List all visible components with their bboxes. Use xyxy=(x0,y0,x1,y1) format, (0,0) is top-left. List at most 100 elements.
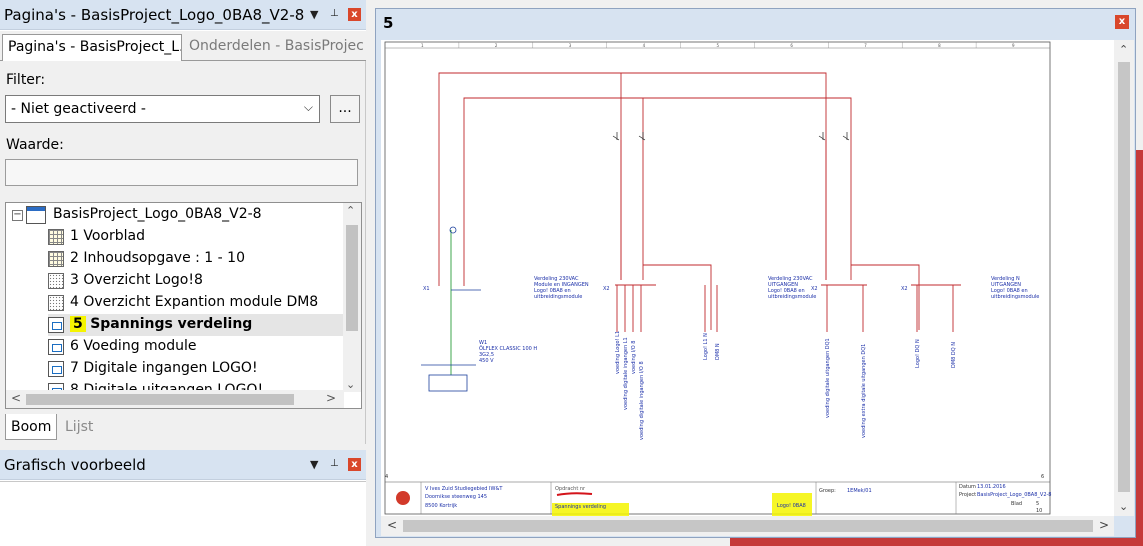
panel-dropdown-icon[interactable]: ▼ xyxy=(310,458,319,471)
schematic-page-icon xyxy=(48,339,64,355)
pin-icon[interactable]: ⊥ xyxy=(330,8,339,19)
cable-label-0: W1 xyxy=(479,340,487,346)
background-schematic-edge xyxy=(730,536,1143,546)
filter-options-button[interactable]: ... xyxy=(330,95,360,123)
ground-symbol xyxy=(449,226,457,234)
opdracht-label: Opdracht nr xyxy=(555,486,586,492)
scroll-left-icon[interactable]: < xyxy=(387,518,398,532)
filter-select[interactable]: - Niet geactiveerd - ⌵ xyxy=(5,95,320,123)
value-label: Waarde: xyxy=(6,137,64,153)
pages-tabbar: Pagina's - BasisProject_L... Onderdelen … xyxy=(0,31,366,62)
pages-panel-titlebar: Pagina's - BasisProject_Logo_0BA8_V2-8 ▼… xyxy=(0,0,366,30)
overview-page-icon xyxy=(48,295,64,311)
logo-name: Logo! 0BA8 xyxy=(777,503,806,509)
scroll-thumb[interactable] xyxy=(26,394,294,405)
column-number: 7 xyxy=(864,43,867,48)
pages-panel-title: Pagina's - BasisProject_Logo_0BA8_V2-8 xyxy=(4,6,305,24)
svg-text:Logo! 0BA8 en: Logo! 0BA8 en xyxy=(768,288,805,294)
pages-panel-body: Filter: - Niet geactiveerd - ⌵ ... Waard… xyxy=(0,61,366,444)
scroll-up-icon[interactable]: ⌃ xyxy=(1119,43,1129,56)
tree-root[interactable]: − BasisProject_Logo_0BA8_V2-8 xyxy=(6,204,344,226)
schematic-labels: Verdeling 230VAC Module en INGANGEN Logo… xyxy=(423,276,1039,440)
scroll-thumb[interactable] xyxy=(1118,62,1130,492)
value-input[interactable] xyxy=(5,159,358,186)
tab-tree[interactable]: Boom xyxy=(5,414,57,440)
svg-text:3G2,5: 3G2,5 xyxy=(479,352,494,358)
scroll-right-icon[interactable]: > xyxy=(326,391,337,405)
svg-text:uitbreidingsmodule: uitbreidingsmodule xyxy=(534,294,582,300)
scroll-down-icon[interactable]: ⌄ xyxy=(1119,500,1129,513)
scroll-up-icon[interactable]: ⌃ xyxy=(346,204,356,217)
tab-list[interactable]: Lijst xyxy=(65,419,94,435)
tree-item[interactable]: 7 Digitale ingangen LOGO! xyxy=(48,358,344,380)
tree-item[interactable]: 4 Overzicht Expantion module DM8 xyxy=(48,292,344,314)
groep-value: 1EMek/01 xyxy=(847,488,872,494)
groep-label: Groep: xyxy=(819,488,836,494)
svg-text:UITGANGEN: UITGANGEN xyxy=(768,282,798,288)
terminals xyxy=(421,226,481,392)
project-icon xyxy=(26,206,46,224)
svg-text:ÖLFLEX CLASSIC 100 H: ÖLFLEX CLASSIC 100 H xyxy=(479,345,537,352)
pin-icon[interactable]: ⊥ xyxy=(330,458,339,469)
page-tree: − BasisProject_Logo_0BA8_V2-8 1 Voorblad… xyxy=(5,202,362,409)
blad-value: 5 xyxy=(1036,501,1039,507)
column-number: 5 xyxy=(717,43,720,48)
tree-item[interactable]: 6 Voeding module xyxy=(48,336,344,358)
tree-item[interactable]: 2 Inhoudsopgave : 1 - 10 xyxy=(48,248,344,270)
scroll-thumb[interactable] xyxy=(346,225,358,331)
vertical-label: DM8 N xyxy=(715,343,721,360)
corner-label-left: 4 xyxy=(385,474,388,480)
close-icon[interactable]: x xyxy=(348,8,361,21)
school-logo xyxy=(396,491,410,505)
collapse-icon[interactable]: − xyxy=(12,209,23,221)
close-icon[interactable]: x xyxy=(1115,15,1129,29)
cover-page-icon xyxy=(48,229,64,245)
tree-horizontal-scrollbar[interactable]: < > xyxy=(6,390,344,408)
datum-label: Datum xyxy=(959,484,976,490)
panel-dropdown-icon[interactable]: ▼ xyxy=(310,8,319,21)
terminal-x1-label: X1 xyxy=(423,286,430,292)
tree-item-selected[interactable]: 5 Spannings verdeling xyxy=(48,314,344,336)
tab-components[interactable]: Onderdelen - BasisProjec... xyxy=(189,38,364,54)
svg-text:Module en INGANGEN: Module en INGANGEN xyxy=(534,282,589,288)
company-line: 8500 Kortrijk xyxy=(425,503,457,509)
svg-text:UITGANGEN: UITGANGEN xyxy=(991,282,1021,288)
terminal-block-x1 xyxy=(428,374,468,392)
red-scribble xyxy=(556,492,593,496)
document-title: 5 xyxy=(383,14,394,32)
preview-panel-title: Grafisch voorbeeld xyxy=(4,456,146,474)
wire-n-mid xyxy=(641,97,852,280)
document-horizontal-scrollbar[interactable]: < > xyxy=(381,516,1114,536)
column-number: 9 xyxy=(1012,43,1015,48)
schematic-page-icon xyxy=(48,361,64,377)
graphic-preview xyxy=(0,481,366,546)
vertical-label: voeding digitale ingangen I/O 8 xyxy=(639,361,645,440)
tree-item[interactable]: 3 Overzicht Logo!8 xyxy=(48,270,344,292)
scroll-left-icon[interactable]: < xyxy=(11,391,22,405)
tab-pages[interactable]: Pagina's - BasisProject_L... xyxy=(2,34,182,62)
vertical-label: voeding extra digitale uitgangen DQ1 xyxy=(861,344,867,438)
background-schematic-edge xyxy=(1135,150,1143,546)
column-number: 8 xyxy=(938,43,941,48)
scroll-thumb[interactable] xyxy=(403,520,1093,532)
panel-splitter[interactable] xyxy=(0,444,366,450)
document-vertical-scrollbar[interactable]: ⌃ ⌄ xyxy=(1114,40,1134,516)
svg-text:Logo! 0BA8 en: Logo! 0BA8 en xyxy=(534,288,571,294)
scroll-down-icon[interactable]: ⌄ xyxy=(346,378,356,391)
scroll-right-icon[interactable]: > xyxy=(1099,518,1110,532)
project-label: Project xyxy=(959,492,976,498)
tree-vertical-scrollbar[interactable]: ⌃ ⌄ xyxy=(343,203,361,392)
breakers xyxy=(612,132,850,141)
close-icon[interactable]: x xyxy=(348,458,361,471)
vertical-label: voeding Logo! L1 xyxy=(615,331,621,374)
corner-label-right: 6 xyxy=(1041,474,1044,480)
company-line: V Ives Zuid Studiegebied IW&T xyxy=(425,486,503,492)
preview-panel-titlebar: Grafisch voorbeeld ▼ ⊥ x xyxy=(0,450,366,480)
tree-item[interactable]: 1 Voorblad xyxy=(48,226,344,248)
blad-total: 10 xyxy=(1036,508,1042,514)
svg-text:uitbreidingsmodule: uitbreidingsmodule xyxy=(768,294,816,300)
